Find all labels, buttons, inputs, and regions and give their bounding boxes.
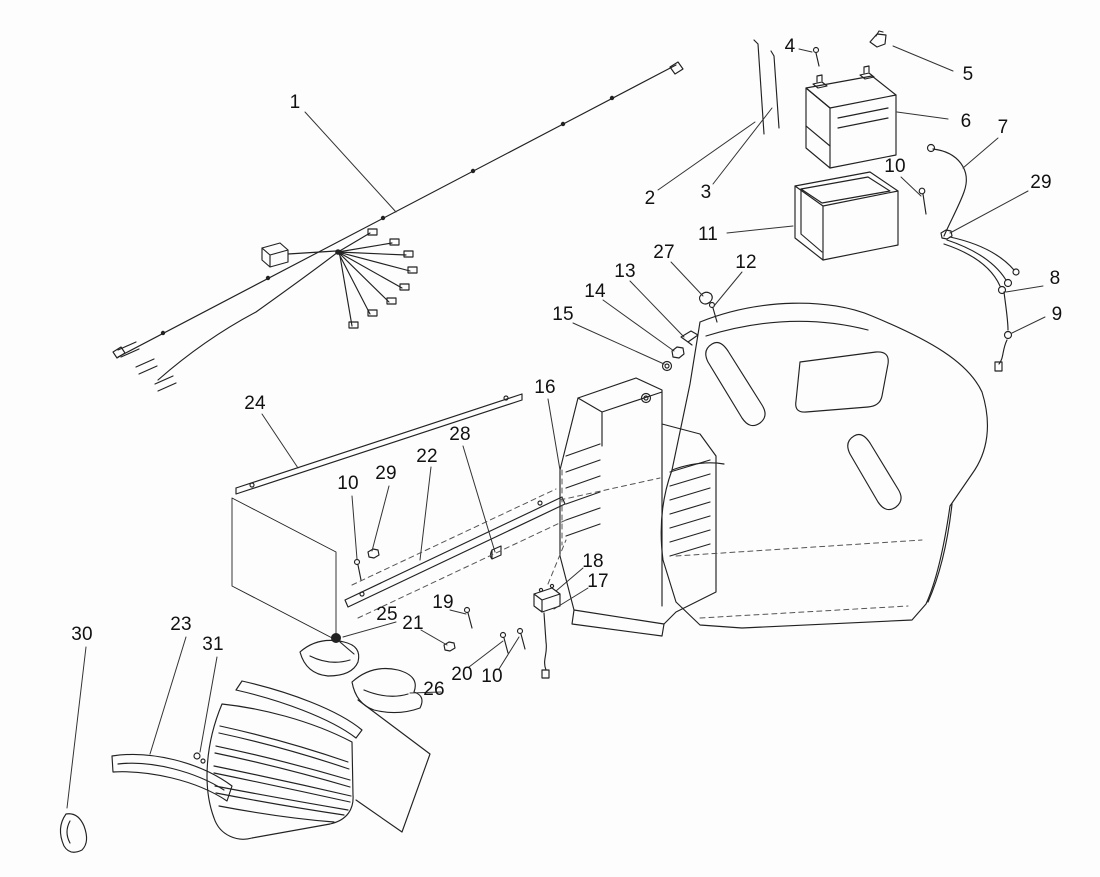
callout-20: 20 (451, 664, 473, 685)
callout-3: 3 (700, 182, 712, 203)
battery-cables (918, 143, 1020, 372)
leader-lines (66, 45, 1046, 809)
callout-2: 2 (644, 188, 656, 209)
battery (805, 30, 897, 169)
battery-box (794, 171, 899, 261)
callout-21: 21 (402, 613, 424, 634)
console-tower (559, 377, 717, 637)
hood-grille (206, 639, 431, 840)
callout-25: 25 (376, 604, 398, 625)
callout-1: 1 (289, 92, 301, 113)
callout-31: 31 (202, 634, 224, 655)
callout-29-a: 29 (1030, 172, 1052, 193)
callout-23: 23 (170, 614, 192, 635)
callout-14: 14 (584, 281, 606, 302)
callout-28: 28 (449, 424, 471, 445)
ignition-hardware (661, 291, 718, 372)
callout-19: 19 (432, 592, 454, 613)
callout-10-a: 10 (884, 156, 906, 177)
callout-11: 11 (697, 224, 719, 245)
callout-22: 22 (416, 446, 438, 467)
switch-solenoid (533, 583, 561, 679)
battery-rods (753, 39, 780, 135)
callout-12: 12 (735, 252, 757, 273)
callout-8: 8 (1049, 268, 1061, 289)
wiring-harness (112, 61, 684, 392)
callout-26: 26 (423, 679, 445, 700)
dashed-guides (351, 469, 923, 619)
callout-27: 27 (653, 242, 675, 263)
callout-17: 17 (587, 571, 609, 592)
callout-6: 6 (960, 111, 972, 132)
callout-18: 18 (582, 551, 604, 572)
callout-9: 9 (1051, 304, 1063, 325)
callout-10-b: 10 (337, 473, 359, 494)
callout-4: 4 (784, 36, 796, 57)
callout-15: 15 (552, 304, 574, 325)
fender-body (660, 302, 988, 629)
callout-10-c: 10 (481, 666, 503, 687)
callout-13: 13 (614, 261, 636, 282)
callout-24: 24 (244, 393, 266, 414)
callout-5: 5 (962, 64, 974, 85)
bumper-parts (59, 752, 233, 853)
callout-7: 7 (997, 117, 1009, 138)
callout-16: 16 (534, 377, 556, 398)
callout-29-b: 29 (375, 463, 397, 484)
callout-30: 30 (71, 624, 93, 645)
